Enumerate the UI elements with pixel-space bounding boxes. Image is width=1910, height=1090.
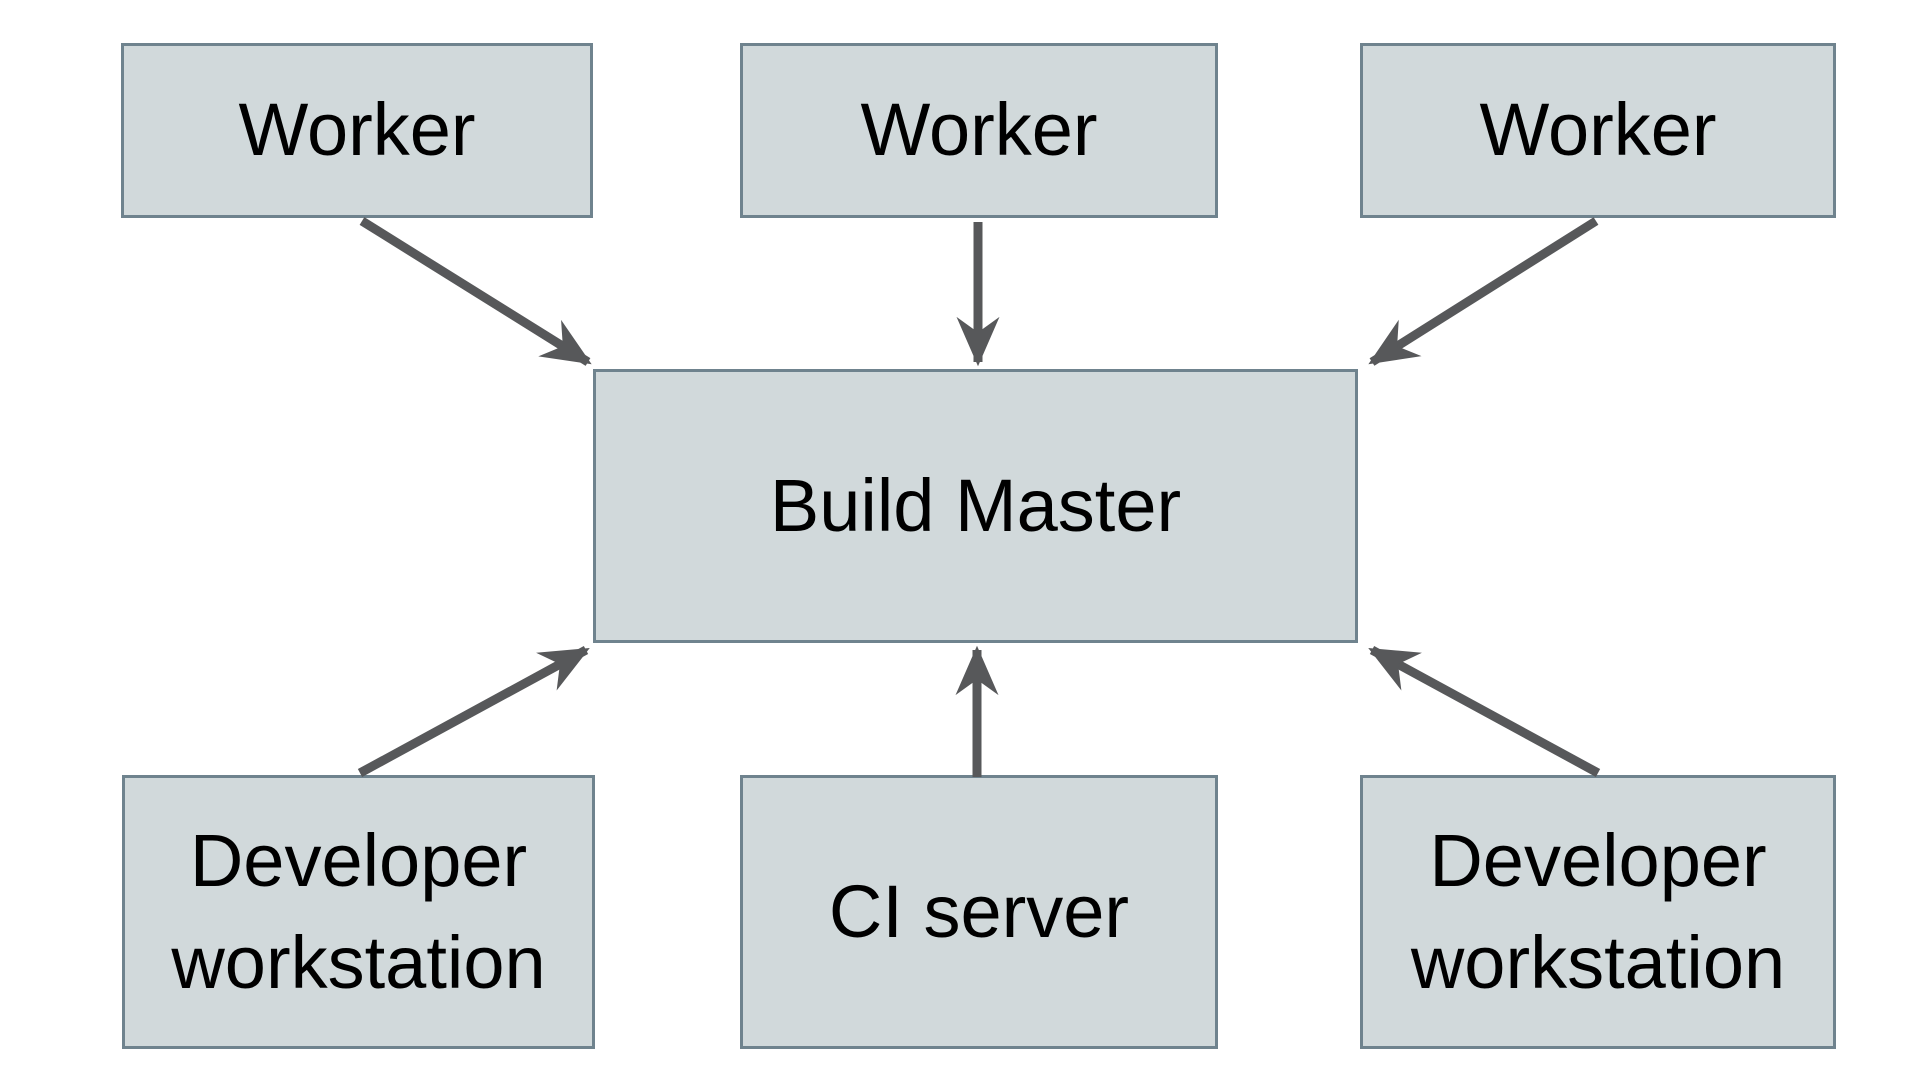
- node-worker-1: Worker: [121, 43, 593, 218]
- arrow-worker-1-to-build-master: [359, 217, 592, 366]
- arrow-developer-workstation-right-to-build-master: [1368, 646, 1601, 777]
- node-developer-workstation-left-label: Developer workstation: [171, 818, 546, 1004]
- node-developer-workstation-left: Developer workstation: [122, 775, 595, 1049]
- node-worker-3: Worker: [1360, 43, 1836, 218]
- node-worker-1-label: Worker: [238, 88, 476, 172]
- node-developer-workstation-right: Developer workstation: [1360, 775, 1836, 1049]
- node-worker-3-label: Worker: [1479, 88, 1717, 172]
- node-developer-workstation-right-label: Developer workstation: [1410, 818, 1786, 1004]
- node-ci-server: CI server: [740, 775, 1218, 1049]
- arrow-developer-workstation-left-to-build-master: [357, 646, 590, 777]
- node-worker-2: Worker: [740, 43, 1218, 218]
- node-build-master: Build Master: [593, 369, 1358, 643]
- node-worker-2-label: Worker: [860, 88, 1098, 172]
- node-ci-server-label: CI server: [828, 869, 1130, 953]
- arrow-worker-3-to-build-master: [1368, 217, 1599, 366]
- node-build-master-label: Build Master: [769, 463, 1182, 547]
